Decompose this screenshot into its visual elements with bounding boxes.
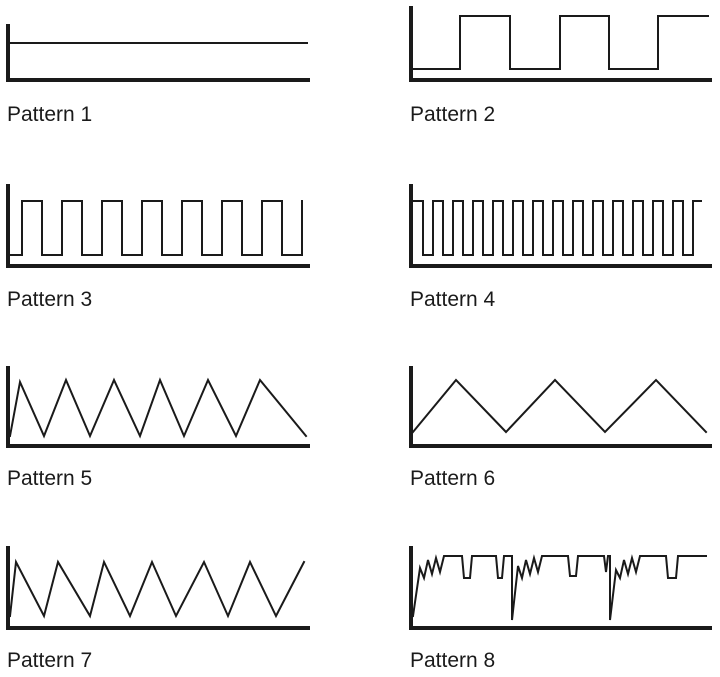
pattern-4-waveform: [412, 200, 702, 256]
pattern-8-label: Pattern 8: [410, 649, 496, 672]
pattern-5-plot: [6, 366, 310, 448]
pattern-2-label: Pattern 2: [410, 103, 496, 126]
pattern-5-axes: [6, 366, 310, 448]
pattern-4-label: Pattern 4: [410, 288, 496, 311]
pattern-2-axes: [409, 6, 712, 82]
pattern-1-plot: [6, 24, 310, 82]
pattern-4-plot: [409, 184, 712, 268]
pattern-7-plot: [6, 546, 310, 630]
pattern-8-waveform: [411, 554, 707, 621]
pattern-2-plot: [409, 6, 712, 82]
pattern-8-axes: [409, 546, 712, 630]
pattern-3-plot: [6, 184, 310, 268]
pattern-1-axes: [6, 24, 310, 82]
pattern-6-label: Pattern 6: [410, 467, 496, 490]
pattern-6-waveform: [411, 378, 708, 434]
pattern-1-label: Pattern 1: [7, 103, 93, 126]
pattern-4-axes: [409, 184, 712, 268]
pattern-5-label: Pattern 5: [7, 467, 93, 490]
pattern-7-waveform: [8, 558, 306, 619]
pattern-2-waveform: [412, 15, 709, 70]
pattern-5-waveform: [8, 377, 308, 439]
pattern-7-label: Pattern 7: [7, 649, 93, 672]
pattern-7-axes: [6, 546, 310, 630]
pattern-3-label: Pattern 3: [7, 288, 93, 311]
pattern-3-waveform: [9, 200, 303, 256]
pattern-3-axes: [6, 184, 310, 268]
pattern-8-plot: [409, 546, 712, 630]
pattern-6-axes: [409, 366, 712, 448]
pattern-6-plot: [409, 366, 712, 448]
